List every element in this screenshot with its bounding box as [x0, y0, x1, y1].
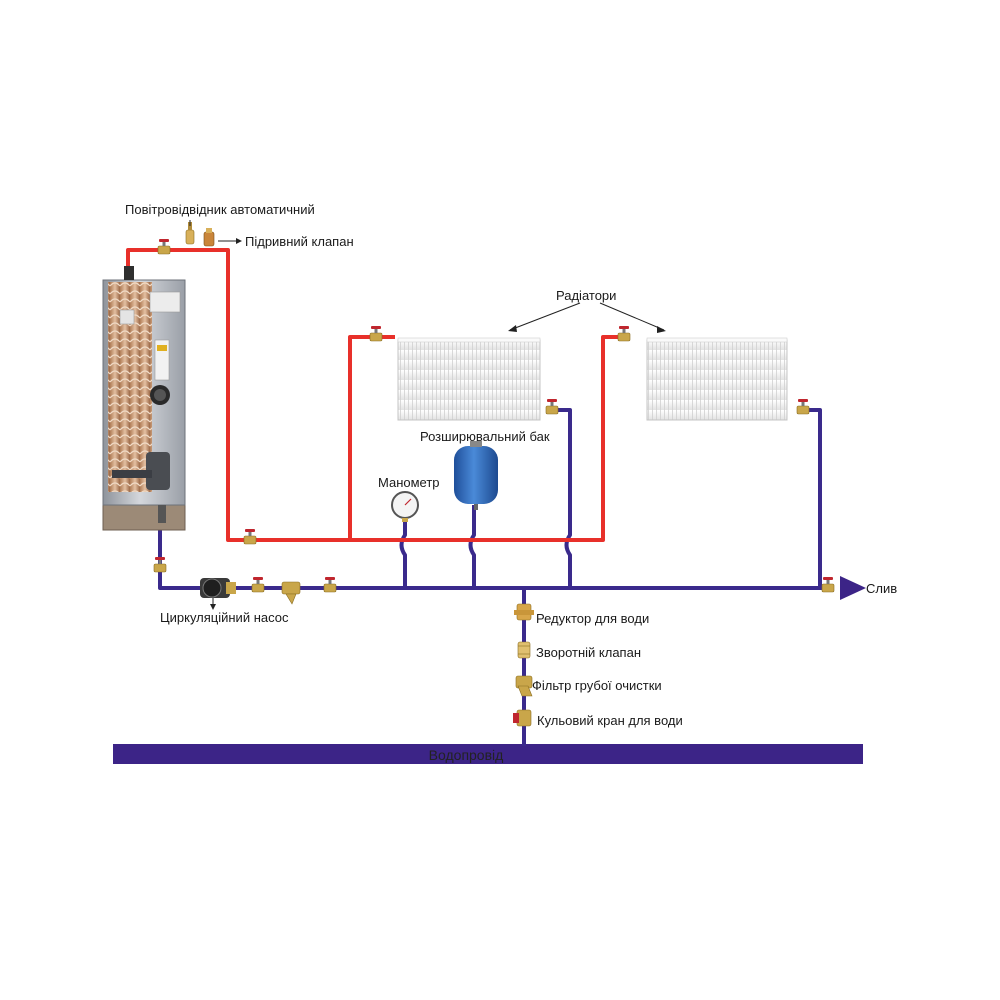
radiators-pointers	[509, 302, 665, 331]
return-filter-icon	[281, 581, 301, 605]
ball-valve-supply-bottom	[243, 528, 257, 545]
pressure-reducer-label: Редуктор для води	[536, 611, 649, 626]
expansion-tank-icon	[454, 441, 498, 510]
ball-valve-pump-out	[251, 576, 265, 593]
drain-label: Слив	[866, 581, 897, 596]
ball-valve-filter-out	[323, 576, 337, 593]
water-ball-valve-icon	[513, 709, 532, 727]
pressure-reducer-icon	[514, 603, 534, 621]
circulation-pump-icon	[200, 578, 236, 598]
water-ball-valve-label: Кульовий кран для води	[537, 713, 683, 728]
drain-arrow	[840, 576, 866, 600]
circulation-pump-label: Циркуляційний насос	[160, 610, 289, 625]
supply-pipes	[126, 248, 620, 542]
pressure-gauge-label: Манометр	[378, 475, 440, 490]
ball-valve-radiator-1-supply	[369, 325, 383, 342]
ball-valve-radiator-2-supply	[617, 325, 631, 342]
check-valve-label: Зворотній клапан	[536, 645, 641, 660]
water-main-pipe	[113, 744, 863, 764]
coarse-filter-label: Фільтр грубої очистки	[532, 678, 662, 693]
water-main-label: Водопровід	[429, 747, 504, 763]
expansion-tank-label: Розширювальний бак	[420, 429, 550, 444]
electric-boiler	[102, 266, 186, 531]
radiators-arrowhead-right	[657, 326, 666, 333]
radiators-arrowhead-left	[508, 325, 517, 332]
check-valve-icon	[517, 641, 531, 659]
ball-valve-radiator-2-return	[796, 398, 810, 415]
radiator-2	[646, 337, 788, 421]
radiator-1	[397, 337, 541, 421]
safety-valve-icon	[203, 228, 215, 247]
air-vent-label: Повітровідвідник автоматичний	[125, 202, 315, 217]
ball-valve-boiler-return	[153, 556, 167, 573]
pump-arrowhead	[210, 604, 216, 610]
ball-valve-drain	[821, 576, 835, 593]
ball-valve-radiator-1-return	[545, 398, 559, 415]
pressure-gauge-icon	[391, 491, 419, 522]
radiators-label: Радіатори	[556, 288, 616, 303]
safety-valve-arrowhead	[236, 238, 242, 244]
ball-valve-supply-top	[157, 238, 171, 255]
air-vent-icon	[185, 220, 195, 245]
safety-valve-label: Підривний клапан	[245, 234, 354, 249]
return-pipes	[158, 408, 830, 746]
coarse-filter-icon	[515, 675, 533, 697]
